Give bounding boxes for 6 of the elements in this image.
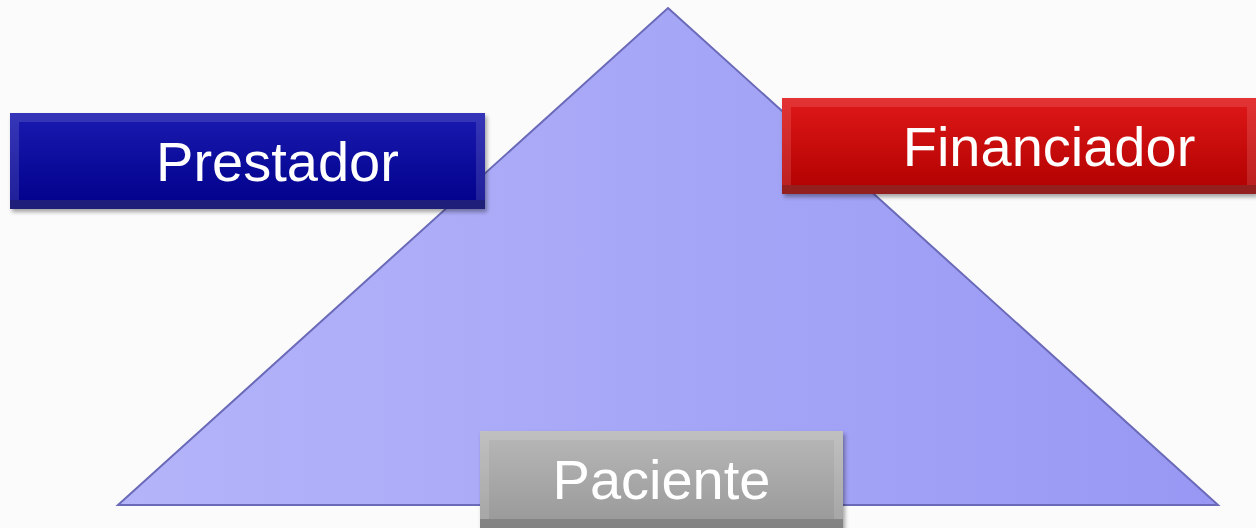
label-box bbox=[782, 98, 1256, 194]
box-label: Paciente bbox=[552, 447, 771, 512]
label-box bbox=[480, 431, 843, 528]
box-label: Prestador bbox=[156, 128, 399, 194]
box-label: Financiador bbox=[902, 113, 1196, 179]
label-box bbox=[10, 113, 485, 209]
